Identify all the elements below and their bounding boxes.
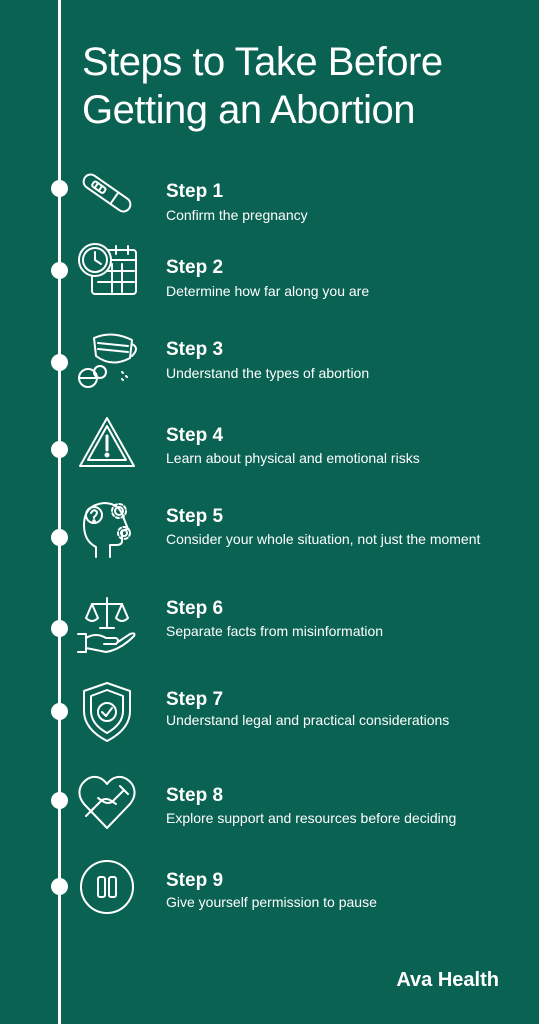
- step-7: Step 7 Understand legal and practical co…: [0, 675, 539, 745]
- step-description: Explore support and resources before dec…: [166, 810, 457, 826]
- step-2: Step 2 Determine how far along you are: [0, 242, 539, 312]
- step-9: Step 9 Give yourself permission to pause: [0, 856, 539, 926]
- hand-scales-icon: [76, 594, 138, 656]
- step-title: Step 3: [166, 339, 224, 360]
- step-description: Learn about physical and emotional risks: [166, 450, 420, 466]
- step-description: Consider your whole situation, not just …: [166, 531, 481, 547]
- step-title: Step 6: [166, 598, 224, 619]
- timeline-dot: [51, 441, 68, 458]
- step-8: Step 8 Explore support and resources bef…: [0, 771, 539, 841]
- step-title: Step 9: [166, 870, 224, 891]
- shield-check-icon: [76, 681, 138, 743]
- step-5: Step 5 Consider your whole situation, no…: [0, 492, 539, 562]
- step-description: Give yourself permission to pause: [166, 894, 377, 910]
- heart-hands-icon: [76, 770, 138, 832]
- timeline-dot: [51, 703, 68, 720]
- title-line-1: Steps to Take Before: [82, 40, 443, 84]
- step-description: Understand legal and practical considera…: [166, 712, 450, 728]
- step-title: Step 4: [166, 425, 224, 446]
- timeline-dot: [51, 878, 68, 895]
- step-title: Step 2: [166, 257, 224, 278]
- timeline-dot: [51, 529, 68, 546]
- clock-calendar-icon: [76, 238, 138, 300]
- step-description: Determine how far along you are: [166, 283, 370, 299]
- page-title: Steps to Take Before Getting an Abortion: [82, 38, 512, 134]
- timeline-dot: [51, 792, 68, 809]
- warning-triangle-icon: [76, 414, 138, 476]
- brand-logo: Ava Health: [396, 969, 499, 991]
- head-gears-icon: [76, 497, 138, 559]
- step-1: Step 1 Confirm the pregnancy: [0, 166, 539, 236]
- timeline-dot: [51, 262, 68, 279]
- step-title: Step 7: [166, 689, 224, 710]
- timeline-dot: [51, 180, 68, 197]
- title-line-2: Getting an Abortion: [82, 88, 415, 132]
- step-title: Step 8: [166, 785, 224, 806]
- timeline-dot: [51, 620, 68, 637]
- step-title: Step 5: [166, 506, 224, 527]
- pregnancy-test-icon: [76, 162, 138, 224]
- step-6: Step 6 Separate facts from misinformatio…: [0, 584, 539, 654]
- step-description: Confirm the pregnancy: [166, 207, 308, 223]
- pause-icon: [76, 856, 138, 918]
- step-description: Understand the types of abortion: [166, 365, 370, 381]
- mask-pills-icon: [76, 328, 138, 390]
- step-4: Step 4 Learn about physical and emotiona…: [0, 410, 539, 480]
- step-3: Step 3 Understand the types of abortion: [0, 324, 539, 394]
- timeline-dot: [51, 354, 68, 371]
- timeline-line: [58, 0, 61, 1024]
- step-description: Separate facts from misinformation: [166, 623, 384, 639]
- step-title: Step 1: [166, 181, 224, 202]
